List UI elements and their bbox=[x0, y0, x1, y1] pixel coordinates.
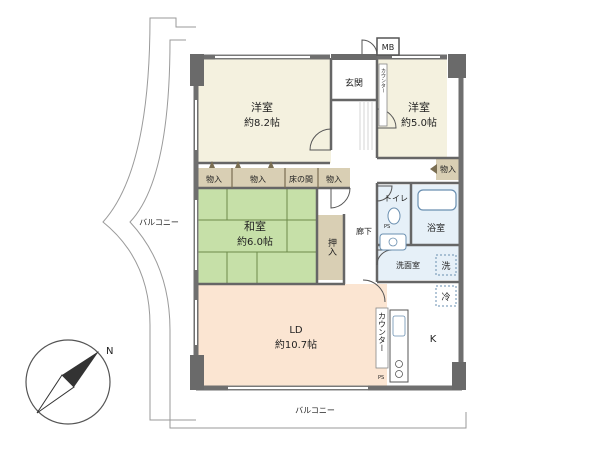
washroom-label: 洗面室 bbox=[396, 260, 420, 270]
japanese-size: 約6.0帖 bbox=[237, 235, 273, 248]
room-entrance bbox=[331, 58, 377, 100]
room-western-small bbox=[377, 58, 447, 158]
closet-1-label: 物入 bbox=[206, 174, 222, 184]
balcony-outline bbox=[102, 17, 467, 429]
wash-basin bbox=[379, 233, 407, 251]
balcony-west-label: バルコニー bbox=[139, 218, 179, 227]
toilet-bowl bbox=[387, 207, 401, 225]
toilet-label: トイレ bbox=[384, 194, 408, 203]
oshiire-label: 押入 bbox=[326, 237, 337, 256]
western-small-name: 洋室 bbox=[408, 100, 430, 114]
room-ld bbox=[197, 284, 387, 386]
kitchen-label: K bbox=[430, 334, 437, 345]
kitchen-sink bbox=[392, 315, 406, 337]
interior-walls bbox=[197, 58, 460, 286]
corridor-label: 廊下 bbox=[356, 226, 372, 236]
kitchen-counter-label: カウンター bbox=[378, 312, 387, 352]
tokonoma-label: 床の間 bbox=[289, 174, 313, 184]
closet-2-label: 物入 bbox=[250, 174, 266, 184]
mb-box bbox=[376, 37, 400, 56]
western-small-size: 約5.0帖 bbox=[401, 116, 437, 129]
ld-size: 約10.7帖 bbox=[275, 338, 317, 351]
fridge-label: 冷 bbox=[441, 291, 450, 303]
compass-north-label: N bbox=[106, 346, 113, 357]
closet-row bbox=[197, 168, 350, 188]
room-western-large bbox=[197, 58, 331, 163]
bathtub bbox=[417, 189, 457, 211]
ps-label-1: PS bbox=[384, 224, 390, 230]
balcony-south-label: バルコニー bbox=[295, 406, 335, 415]
stove-burner-1 bbox=[395, 360, 403, 368]
ld-name: LD bbox=[289, 325, 303, 336]
wash-basin-bowl bbox=[388, 237, 398, 247]
ps-label-2: PS bbox=[378, 375, 384, 381]
entrance-label: 玄関 bbox=[345, 77, 363, 89]
compass-needle-north bbox=[62, 351, 99, 387]
closet-dividers bbox=[231, 168, 319, 188]
bathroom-label: 浴室 bbox=[427, 222, 445, 234]
kitchen-counter bbox=[375, 307, 389, 369]
wall-columns bbox=[190, 54, 466, 390]
washer-label: 洗 bbox=[441, 260, 450, 272]
window-frames bbox=[193, 54, 368, 391]
corridor-flooring bbox=[359, 102, 373, 150]
compass-needle-south bbox=[36, 374, 75, 414]
closet-door-marks bbox=[209, 161, 437, 174]
compass: N bbox=[25, 339, 113, 425]
closet-4-label: 物入 bbox=[440, 164, 456, 174]
closet-oshiire bbox=[318, 215, 344, 280]
entry-counter-label: カウンター bbox=[380, 68, 386, 93]
closet-western-small bbox=[436, 158, 460, 180]
fridge-box bbox=[435, 285, 457, 307]
compass-ring bbox=[25, 339, 111, 425]
entry-counter bbox=[378, 63, 388, 127]
stove-burner-2 bbox=[395, 370, 403, 378]
washer-box bbox=[435, 254, 457, 276]
western-large-name: 洋室 bbox=[251, 100, 273, 114]
closet-3-label: 物入 bbox=[326, 174, 342, 184]
mb-label: MB bbox=[382, 43, 394, 52]
windows bbox=[195, 56, 440, 389]
japanese-name: 和室 bbox=[244, 219, 266, 233]
western-large-size: 約8.2帖 bbox=[244, 116, 280, 129]
